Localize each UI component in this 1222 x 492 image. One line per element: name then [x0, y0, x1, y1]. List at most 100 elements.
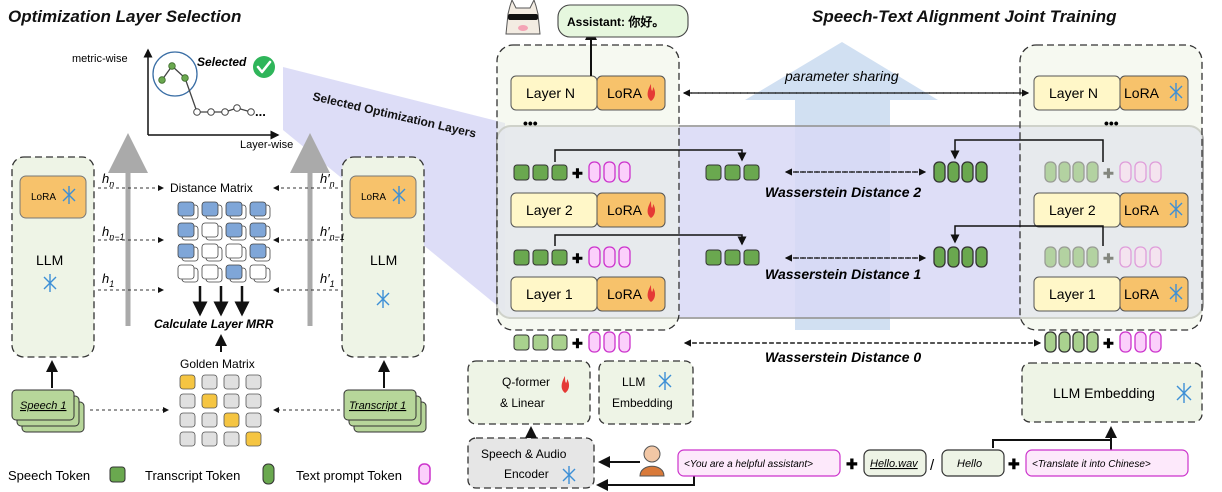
user-avatar-icon: [639, 445, 665, 477]
transcript-token: [975, 246, 988, 268]
snowflake-icon: [43, 274, 57, 292]
layer-ellipsis: •••: [523, 115, 538, 131]
qformer-label-2: & Linear: [500, 396, 545, 410]
golden-matrix: [179, 374, 262, 447]
encoder-label-2: Encoder: [504, 467, 549, 481]
llm-embedding-label-1: LLM: [622, 375, 645, 389]
qformer-label-1: Q-former: [502, 375, 550, 389]
text-prompt-token: [603, 246, 616, 268]
snowflake-icon: [1176, 383, 1192, 403]
lora-label: LoRA: [1124, 202, 1160, 218]
system-prompt-box: [677, 449, 841, 477]
parameter-sharing-label: parameter sharing: [784, 68, 899, 84]
llm-stack-text: [1019, 44, 1203, 331]
speech-token: [513, 164, 530, 181]
layer-1-label: Layer 1: [1049, 286, 1096, 302]
snowflake-icon: [1169, 83, 1183, 101]
lora-label: LoRA: [361, 192, 386, 203]
transcript-token: [961, 246, 974, 268]
left-title: Optimization Layer Selection: [8, 7, 241, 26]
speech-token: [724, 249, 741, 266]
snowflake-icon: [62, 186, 76, 204]
matrix-cell: [249, 264, 267, 280]
layer-n-label: Layer N: [526, 85, 575, 101]
transcript-token: [1058, 331, 1071, 353]
golden-cell: [201, 374, 218, 390]
snowflake-icon: [658, 372, 672, 390]
llm-label: LLM: [36, 252, 63, 268]
llm-embedding-label-2: Embedding: [612, 396, 673, 410]
fire-icon: [561, 376, 570, 393]
calculate-mrr-label: Calculate Layer MRR: [154, 317, 274, 331]
transcript-token: [975, 161, 988, 183]
chart-point: [233, 104, 241, 112]
chart-point: [221, 108, 229, 116]
text-prompt-token: [603, 161, 616, 183]
chart-point: [168, 62, 176, 70]
plus-sign: ✚: [572, 251, 583, 266]
speech-token: [532, 164, 549, 181]
transcript1-label: Transcript 1: [349, 400, 406, 412]
transcript-token: [947, 161, 960, 183]
speech-token: [743, 249, 760, 266]
transcript-token: [1072, 331, 1085, 353]
lora-block: [596, 192, 666, 228]
lora-block: [596, 75, 666, 111]
golden-matrix-label: Golden Matrix: [180, 357, 255, 371]
fire-icon: [647, 84, 656, 101]
speech-token: [724, 164, 741, 181]
wd0-label: Wasserstein Distance 0: [765, 349, 921, 365]
translate-prompt-text: <Translate it into Chinese>: [1032, 459, 1151, 470]
speech1-label: Speech 1: [20, 400, 66, 412]
text-prompt-token: [1134, 331, 1147, 353]
text-prompt-token: [618, 246, 631, 268]
golden-cell: [179, 393, 196, 409]
translate-prompt-box: [1025, 449, 1189, 477]
layer-ellipsis: •••: [1104, 115, 1119, 131]
matrix-cell: [225, 222, 243, 238]
matrix-cell: [249, 243, 267, 259]
wd1-label: Wasserstein Distance 1: [765, 266, 921, 282]
golden-cell: [223, 393, 240, 409]
h-n1-label: hn−1: [102, 224, 125, 242]
speech-token: [513, 249, 530, 266]
text-prompt-token-icon: [418, 463, 431, 485]
plus-sign: ✚: [1103, 336, 1114, 351]
matrix-cell: [177, 243, 195, 259]
speech-token: [532, 249, 549, 266]
legend: Speech Token Transcript Token Text promp…: [8, 463, 431, 485]
lora-label: LoRA: [607, 85, 643, 101]
matrix-cell: [177, 222, 195, 238]
fire-icon: [647, 201, 656, 218]
text-prompt-token: [1119, 331, 1132, 353]
hello-wav-box: [863, 449, 927, 477]
golden-cell: [245, 431, 262, 447]
golden-cell: [179, 412, 196, 428]
matrix-cell: [177, 264, 195, 280]
snowflake-icon: [1169, 284, 1183, 302]
text-prompt-token: [1149, 331, 1162, 353]
metric-axis-label: metric-wise: [72, 53, 128, 65]
llama-icon: [505, 0, 541, 35]
assistant-bubble: Assistant: 你好。: [557, 4, 689, 38]
golden-cell: [179, 374, 196, 390]
lora-block: [1119, 75, 1189, 111]
legend-transcript: Transcript Token: [145, 468, 240, 483]
chart-point: [181, 74, 189, 82]
text-prompt-token: [588, 161, 601, 183]
lora-block: [1119, 192, 1189, 228]
wd2-label: Wasserstein Distance 2: [765, 184, 921, 200]
golden-cell: [245, 412, 262, 428]
speech-token: [705, 164, 722, 181]
lora-label: LoRA: [1124, 85, 1160, 101]
legend-text-prompt: Text prompt Token: [296, 468, 402, 483]
text-prompt-token: [588, 246, 601, 268]
lora-block: [596, 276, 666, 312]
speech-token: [551, 249, 568, 266]
matrix-cell: [225, 201, 243, 217]
encoder-label-1: Speech & Audio: [481, 447, 567, 461]
golden-cell: [245, 374, 262, 390]
layer-1-label: Layer 1: [526, 286, 573, 302]
speech-token-icon: [109, 466, 126, 483]
